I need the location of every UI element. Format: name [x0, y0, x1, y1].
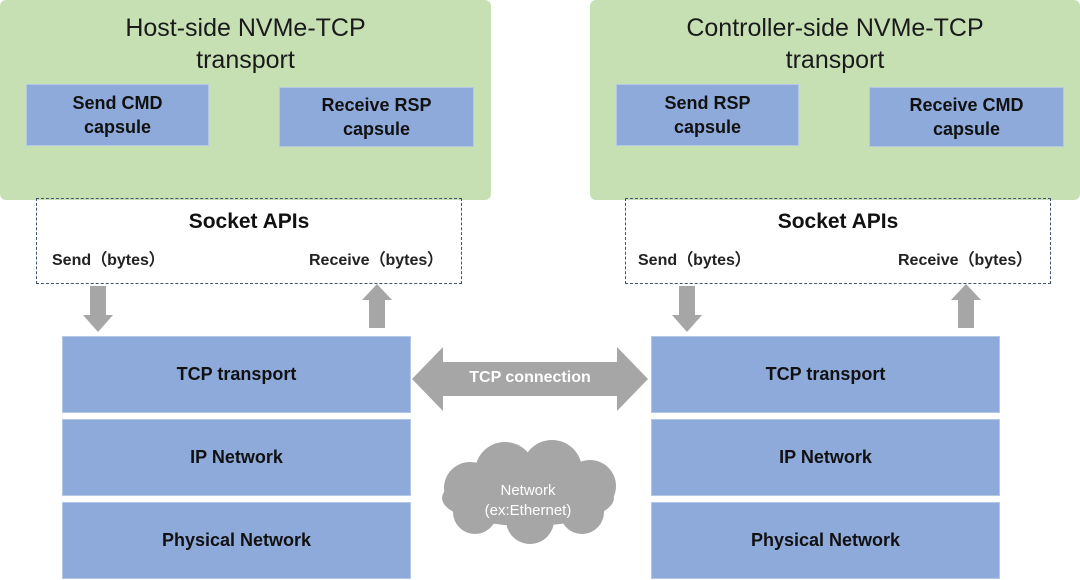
host-send-capsule: Send CMD capsule — [26, 84, 209, 146]
host-ip-network-layer: IP Network — [62, 419, 411, 496]
host-send-bytes-down-arrow — [83, 286, 113, 332]
host-physical-network-layer: Physical Network — [62, 502, 411, 579]
controller-send-bytes-label: Send（bytes） — [638, 252, 751, 269]
host-socket-title: Socket APIs — [188, 210, 310, 233]
host-transport-title: Host-side NVMe-TCP transport — [125, 14, 366, 74]
network-cloud-icon — [442, 440, 616, 544]
controller-physical-network-layer: Physical Network — [651, 502, 1000, 579]
network-cloud-label: Network (ex:Ethernet) — [450, 481, 606, 521]
controller-receive-bytes-up-arrow — [951, 284, 981, 328]
network-cloud-line2: (ex:Ethernet) — [484, 502, 572, 519]
controller-ip-network-layer: IP Network — [651, 419, 1000, 496]
host-tcp-transport-layer: TCP transport — [62, 336, 411, 413]
controller-receive-bytes-label: Receive（bytes） — [898, 252, 1033, 269]
controller-send-capsule: Send RSP capsule — [616, 84, 799, 146]
host-receive-bytes-label: Receive（bytes） — [309, 252, 444, 269]
tcp-connection-label: TCP connection — [469, 369, 591, 386]
host-receive-bytes-up-arrow — [362, 284, 392, 328]
controller-transport-box: Controller-side NVMe-TCP transport Send … — [590, 0, 1080, 200]
controller-send-bytes-down-arrow — [672, 286, 702, 332]
controller-socket-apis: Socket APIs Send（bytes） Receive（bytes） — [625, 198, 1051, 284]
controller-socket-title: Socket APIs — [777, 210, 899, 233]
controller-receive-capsule: Receive CMD capsule — [869, 87, 1064, 147]
host-receive-capsule: Receive RSP capsule — [279, 87, 474, 147]
host-send-bytes-label: Send（bytes） — [52, 252, 165, 269]
network-cloud-line1: Network — [500, 482, 556, 499]
host-transport-box: Host-side NVMe-TCP transport Send CMD ca… — [0, 0, 491, 200]
controller-transport-title: Controller-side NVMe-TCP transport — [686, 14, 984, 74]
tcp-connection-arrow — [412, 347, 648, 411]
controller-tcp-transport-layer: TCP transport — [651, 336, 1000, 413]
host-socket-apis: Socket APIs Send（bytes） Receive（bytes） — [36, 198, 462, 284]
